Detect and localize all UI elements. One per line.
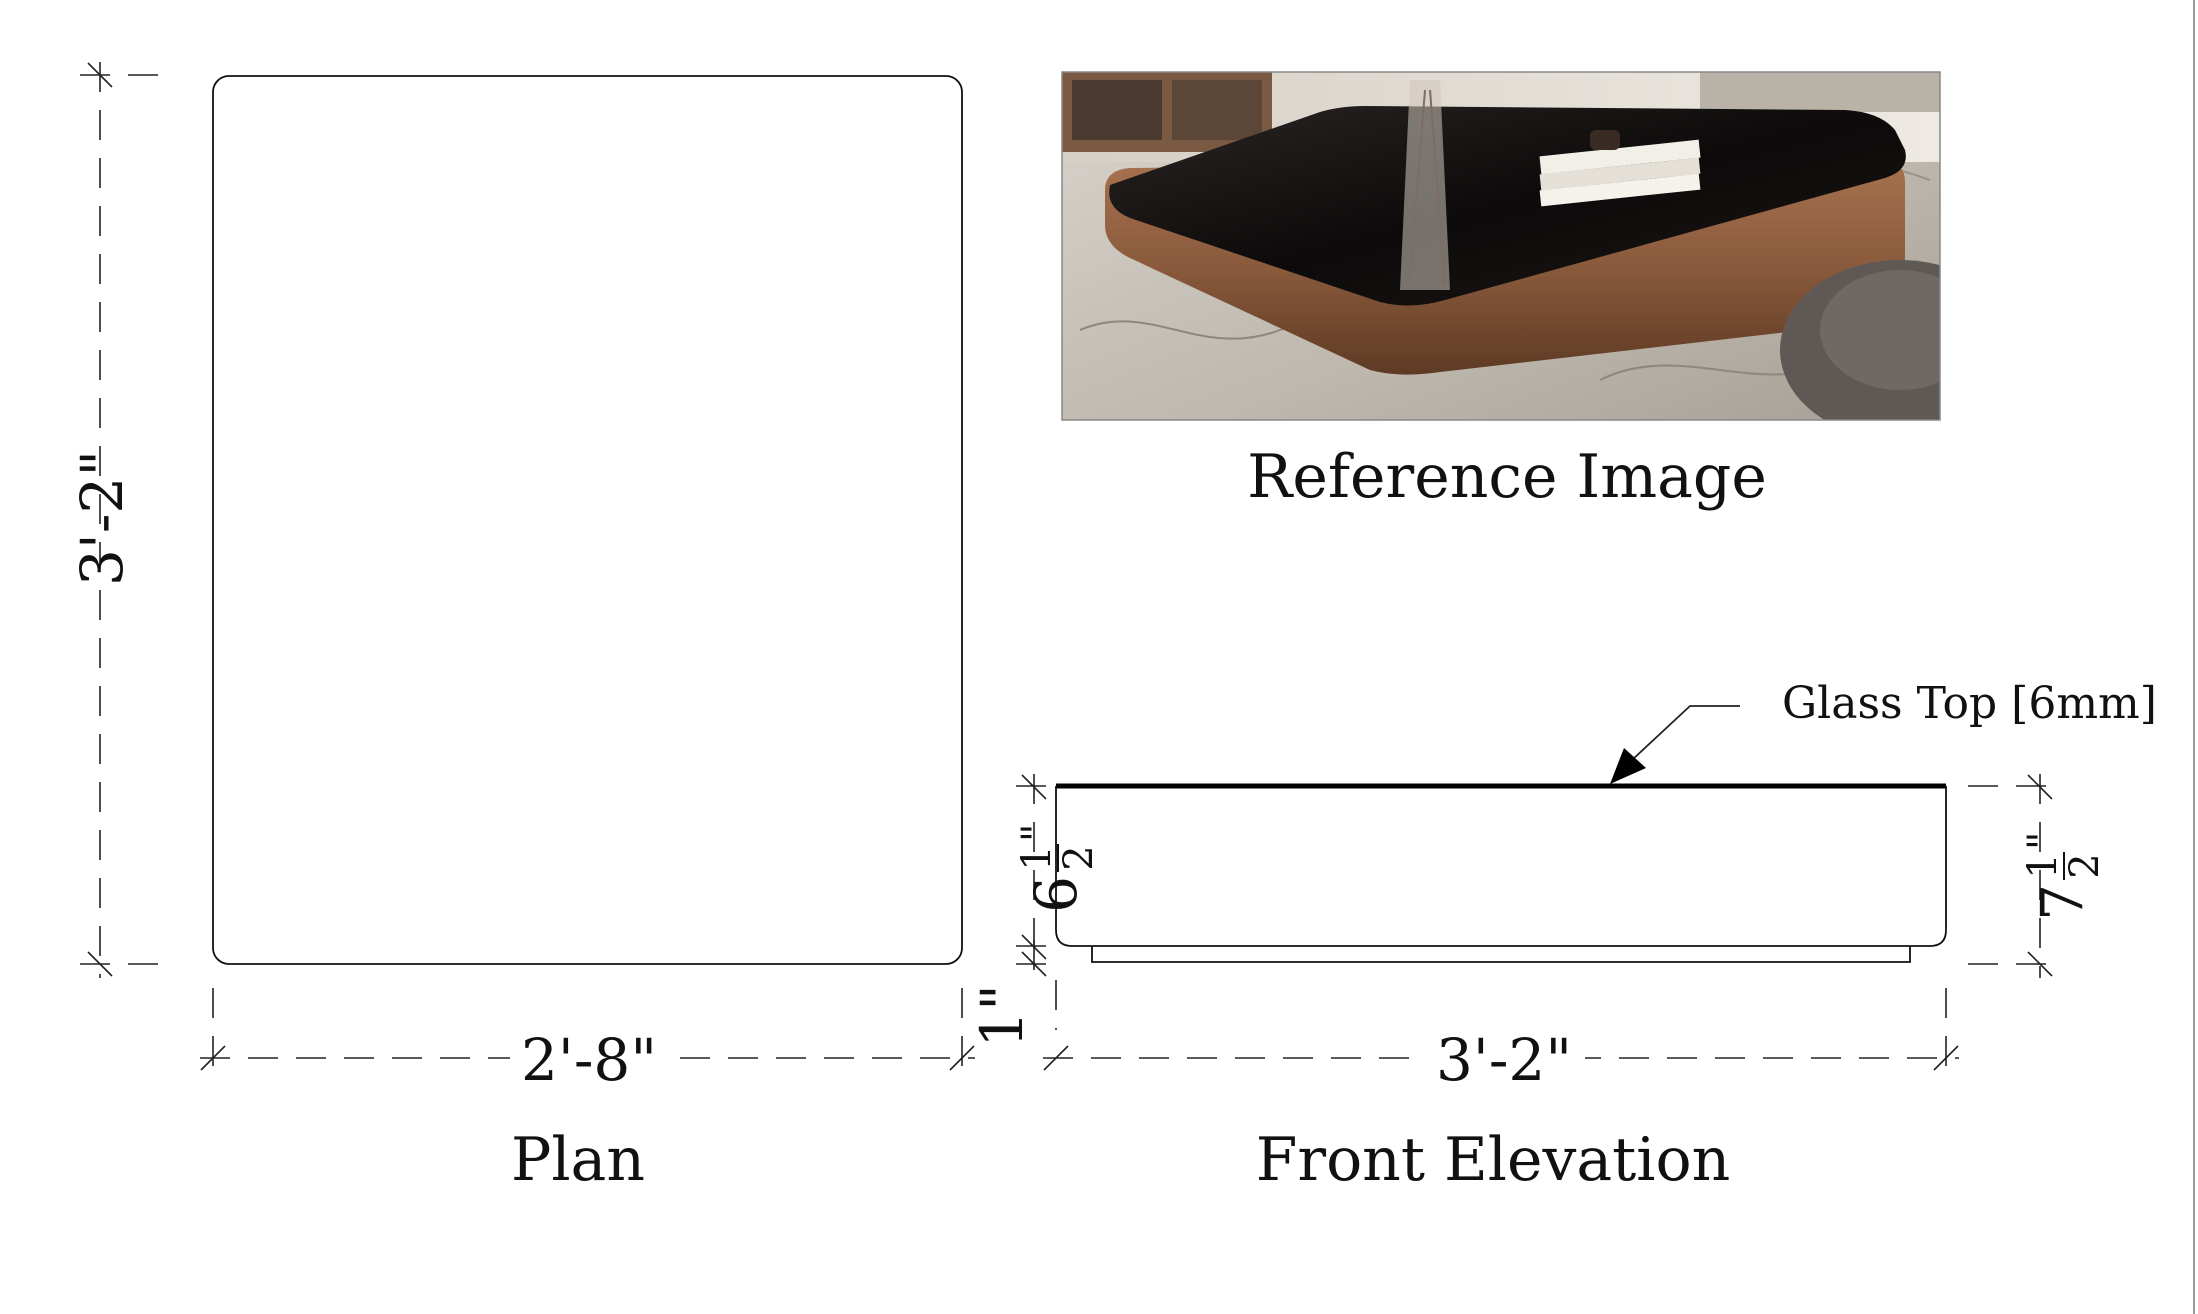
plan-width-label: 2'-8": [521, 1026, 657, 1094]
elevation-base-height-label: 1": [968, 984, 1036, 1048]
elevation-base-outline: [1091, 946, 1911, 963]
front-elevation-view: Glass Top [6mm] 6 1 2 " 1": [968, 678, 2157, 1195]
elevation-overall-height-num: 1: [2020, 853, 2066, 878]
front-elevation-title: Front Elevation: [1256, 1125, 1731, 1195]
elevation-overall-height-den: 2: [2062, 853, 2108, 878]
reference-image-title: Reference Image: [1247, 442, 1767, 512]
elevation-body-outline: [1055, 786, 1947, 947]
elevation-body-height-num: 1: [1014, 845, 1060, 870]
elevation-overall-height-whole: 7: [2028, 884, 2096, 921]
elevation-overall-height-unit: ": [2020, 832, 2066, 850]
elevation-width-dimension: 3'-2": [1043, 988, 1959, 1094]
plan-width-dimension: 2'-8": [200, 988, 975, 1094]
reference-image: Reference Image: [1061, 71, 1941, 512]
elevation-body-height-whole: 6: [1022, 876, 1090, 913]
elevation-base-height-dimension: 1": [968, 940, 1057, 1048]
plan-height-dimension: 3'-2": [68, 62, 172, 978]
elevation-body-height-dimension: 6 1 2 ": [1014, 774, 1102, 960]
plan-title: Plan: [511, 1125, 645, 1195]
plan-height-label: 3'-2": [68, 450, 136, 586]
plan-table-outline: [212, 75, 963, 965]
elevation-overall-height-dimension: 7 1 2 ": [1968, 774, 2108, 978]
elevation-body-height-den: 2: [1056, 845, 1102, 870]
glass-top-callout-label: Glass Top [6mm]: [1782, 678, 2157, 729]
plan-view: 3'-2" 2'-8" Plan: [68, 62, 975, 1195]
glass-top-callout: Glass Top [6mm]: [1610, 678, 2157, 784]
elevation-body-height-unit: ": [1014, 824, 1060, 842]
elevation-width-label: 3'-2": [1436, 1026, 1572, 1094]
